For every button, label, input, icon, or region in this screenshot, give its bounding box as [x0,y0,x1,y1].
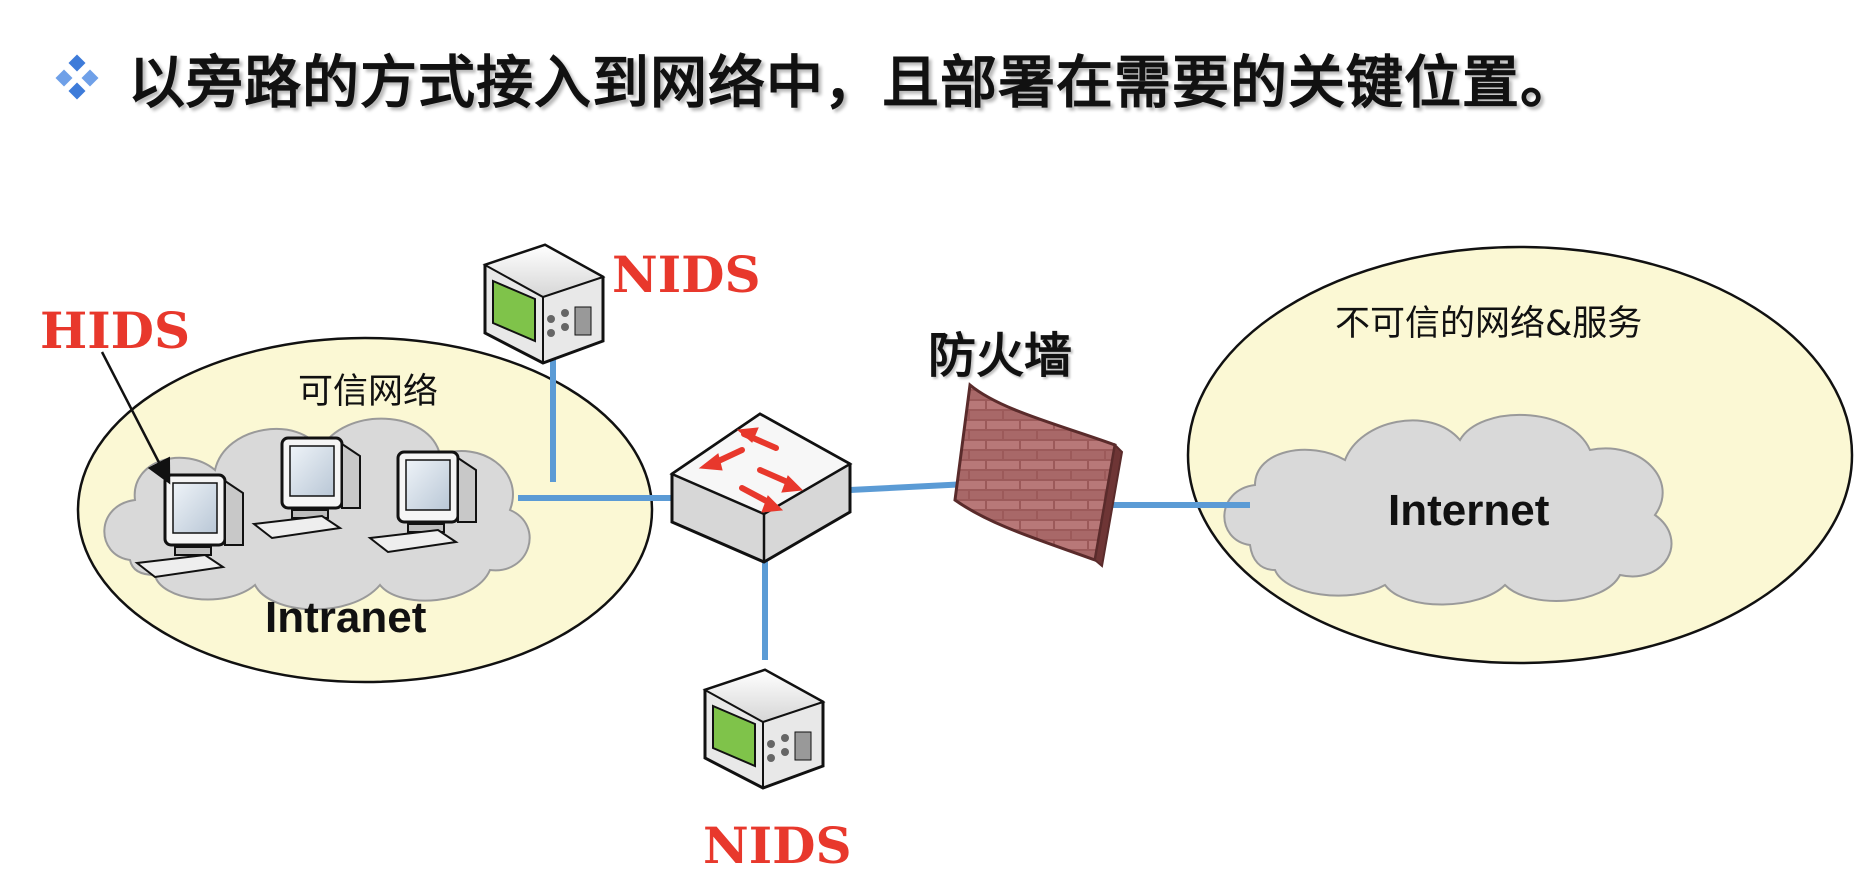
link-switch-firewall [849,481,969,493]
untrusted-network-label: 不可信的网络&服务 [1335,304,1642,344]
workstation-icon [251,436,361,540]
slide-heading: 以旁路的方式接入到网络中，且部署在需要的关键位置。 [52,38,1578,118]
nids-bottom-label: NIDS [703,816,852,874]
trusted-network-label: 可信网络 [298,372,438,412]
nids-sensor-icon [702,668,826,790]
workstation-icon [134,473,244,579]
firewall-label: 防火墙 [928,328,1072,384]
hids-label: HIDS [40,301,190,360]
intranet-label: Intranet [265,593,427,642]
nids-sensor-icon [482,243,606,365]
firewall-icon [953,382,1124,568]
diamond-bullet-icon [55,54,99,100]
network-links [518,358,1250,660]
slide-title: 以旁路的方式接入到网络中，且部署在需要的关键位置。 [128,50,1578,116]
nids-top-label: NIDS [612,245,761,304]
internet-label: Internet [1388,486,1550,535]
workstation-icon [367,450,477,554]
internet-cloud-icon [1223,414,1673,606]
hids-pointer-arrow [100,351,171,485]
switch-icon [669,412,853,564]
untrusted-zone [1186,245,1854,665]
